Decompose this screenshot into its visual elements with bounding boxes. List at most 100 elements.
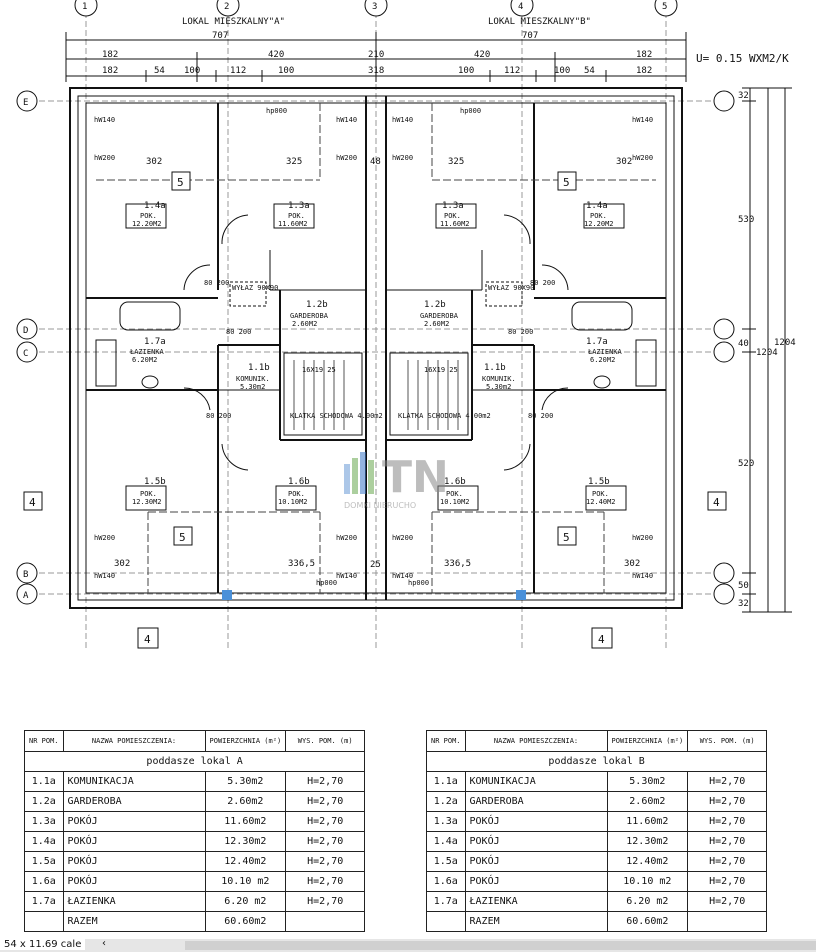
room-a-no: 1.5b	[144, 477, 166, 487]
door-a2: 80 200	[226, 328, 251, 336]
dim-3365-b: 336,5	[444, 559, 471, 569]
room-b-area: 6.20M2	[590, 356, 615, 364]
section-mark-5: 5	[563, 176, 570, 189]
watermark-logo: TN DOMKI NIERUCHO	[342, 446, 482, 516]
hw200-tl: hW200	[94, 154, 115, 162]
dimension-lines-top	[65, 32, 687, 82]
room-a-area: 2.60M2	[292, 320, 317, 328]
dim-row3-3: 100	[184, 66, 200, 76]
section-mark-5: 5	[179, 531, 186, 544]
room-b-txt: ŁAZIENKA	[587, 348, 623, 356]
grid-row-a: A	[23, 591, 29, 601]
dim-3365-a: 336,5	[288, 559, 315, 569]
room-b-no: 1.6b	[444, 477, 466, 487]
dim-302-tl: 302	[146, 157, 162, 167]
hatch-b: WYŁAZ 90X90	[488, 284, 534, 292]
room-a-txt: POK.	[140, 212, 157, 220]
hw140-bc-b: hW140	[392, 572, 413, 580]
col-name: NAZWA POMIESZCZENIA:	[464, 730, 608, 752]
room-a-no: 1.3a	[288, 201, 310, 211]
interior-walls-a	[86, 103, 366, 593]
dim-total-1204-a: 1204	[756, 348, 778, 358]
section-mark-4: 4	[598, 633, 605, 646]
section-mark-4: 4	[29, 496, 36, 509]
room-a-txt: POK.	[288, 212, 305, 220]
dim-325-b: 325	[448, 157, 464, 167]
hp-top-a: hp000	[266, 107, 287, 115]
hw140-bc-a: hW140	[336, 572, 357, 580]
col-nr: NR POM.	[426, 730, 466, 752]
room-a-area: 11.60M2	[278, 220, 308, 228]
room-b-txt: POK.	[592, 490, 609, 498]
section-mark-4: 4	[713, 496, 720, 509]
door-b1: 80 200	[530, 279, 555, 287]
room-b-no: 1.5b	[588, 477, 610, 487]
room-a-txt: GARDEROBA	[290, 312, 329, 320]
room-b-txt: KOMUNIK.	[482, 375, 516, 383]
room-b-area: 5.30m2	[486, 383, 511, 391]
room-b-area: 11.60M2	[440, 220, 470, 228]
stairs	[293, 360, 459, 430]
dim-302-br: 302	[624, 559, 640, 569]
room-a-no: 1.4a	[144, 201, 166, 211]
dim-row3-10: 54	[584, 66, 595, 76]
room-a-area: 5.30m2	[240, 383, 265, 391]
section-mark-5: 5	[177, 176, 184, 189]
table-section: poddasze lokal B	[425, 751, 768, 772]
floor-plan: 1 2 3 4 5 E D C B A LOKAL MIESZKALNY"A" …	[16, 0, 796, 650]
grid-col-1: 1	[82, 2, 87, 12]
dim-325-a: 325	[286, 157, 302, 167]
dim-row3-2: 54	[154, 66, 165, 76]
hp-bottom-b: hp000	[408, 579, 429, 587]
hp-top-b: hp000	[460, 107, 481, 115]
hw140-br: hW140	[632, 572, 653, 580]
hw140-tr: hW140	[632, 116, 653, 124]
room-table-b: NR POM. NAZWA POMIESZCZENIA: POWIERZCHNI…	[425, 730, 768, 932]
room-a-txt: KOMUNIK.	[236, 375, 270, 383]
col-height: WYS. POM. (m)	[285, 730, 366, 752]
door-a1: 80 200	[204, 279, 229, 287]
stair-room-b: KLATKA SCHODOWA 4.00m2	[398, 412, 491, 420]
room-a-area: 10.10M2	[278, 498, 308, 506]
section-marks	[23, 171, 727, 649]
dim-right-32-top: 32	[738, 91, 749, 101]
horizontal-scrollbar[interactable]	[185, 941, 816, 950]
grid-col-4: 4	[518, 2, 523, 12]
stairs-label-a: 16X19 25	[302, 366, 336, 374]
grid-col-2: 2	[224, 2, 229, 12]
dim-row3-9: 100	[554, 66, 570, 76]
room-b-no: 1.1b	[484, 363, 506, 373]
hw200-tr: hW200	[632, 154, 653, 162]
hw200-bc-a: hW200	[336, 534, 357, 542]
dim-182-b: 182	[636, 50, 652, 60]
hp-bottom-a: hp000	[316, 579, 337, 587]
roof-lines	[96, 103, 656, 593]
room-b-txt: POK.	[590, 212, 607, 220]
col-area: POWIERZCHNIA (m²)	[204, 730, 287, 752]
dim-302-tr: 302	[616, 157, 632, 167]
page-size-label: 54 x 11.69 cale	[0, 939, 86, 950]
section-mark-4: 4	[144, 633, 151, 646]
dim-row3-8: 112	[504, 66, 520, 76]
room-a-txt: POK.	[140, 490, 157, 498]
dim-row3-4: 112	[230, 66, 246, 76]
hw140-tl: hW140	[94, 116, 115, 124]
dim-182-a: 182	[102, 50, 118, 60]
hw140-tc-a: hW140	[336, 116, 357, 124]
dim-707-a: 707	[212, 31, 228, 41]
room-a-area: 6.20M2	[132, 356, 157, 364]
dim-48: 48	[370, 157, 381, 167]
room-a-area: 12.30M2	[132, 498, 162, 506]
col-area: POWIERZCHNIA (m²)	[606, 730, 689, 752]
scroll-left-arrow-icon[interactable]: ‹	[102, 938, 106, 949]
